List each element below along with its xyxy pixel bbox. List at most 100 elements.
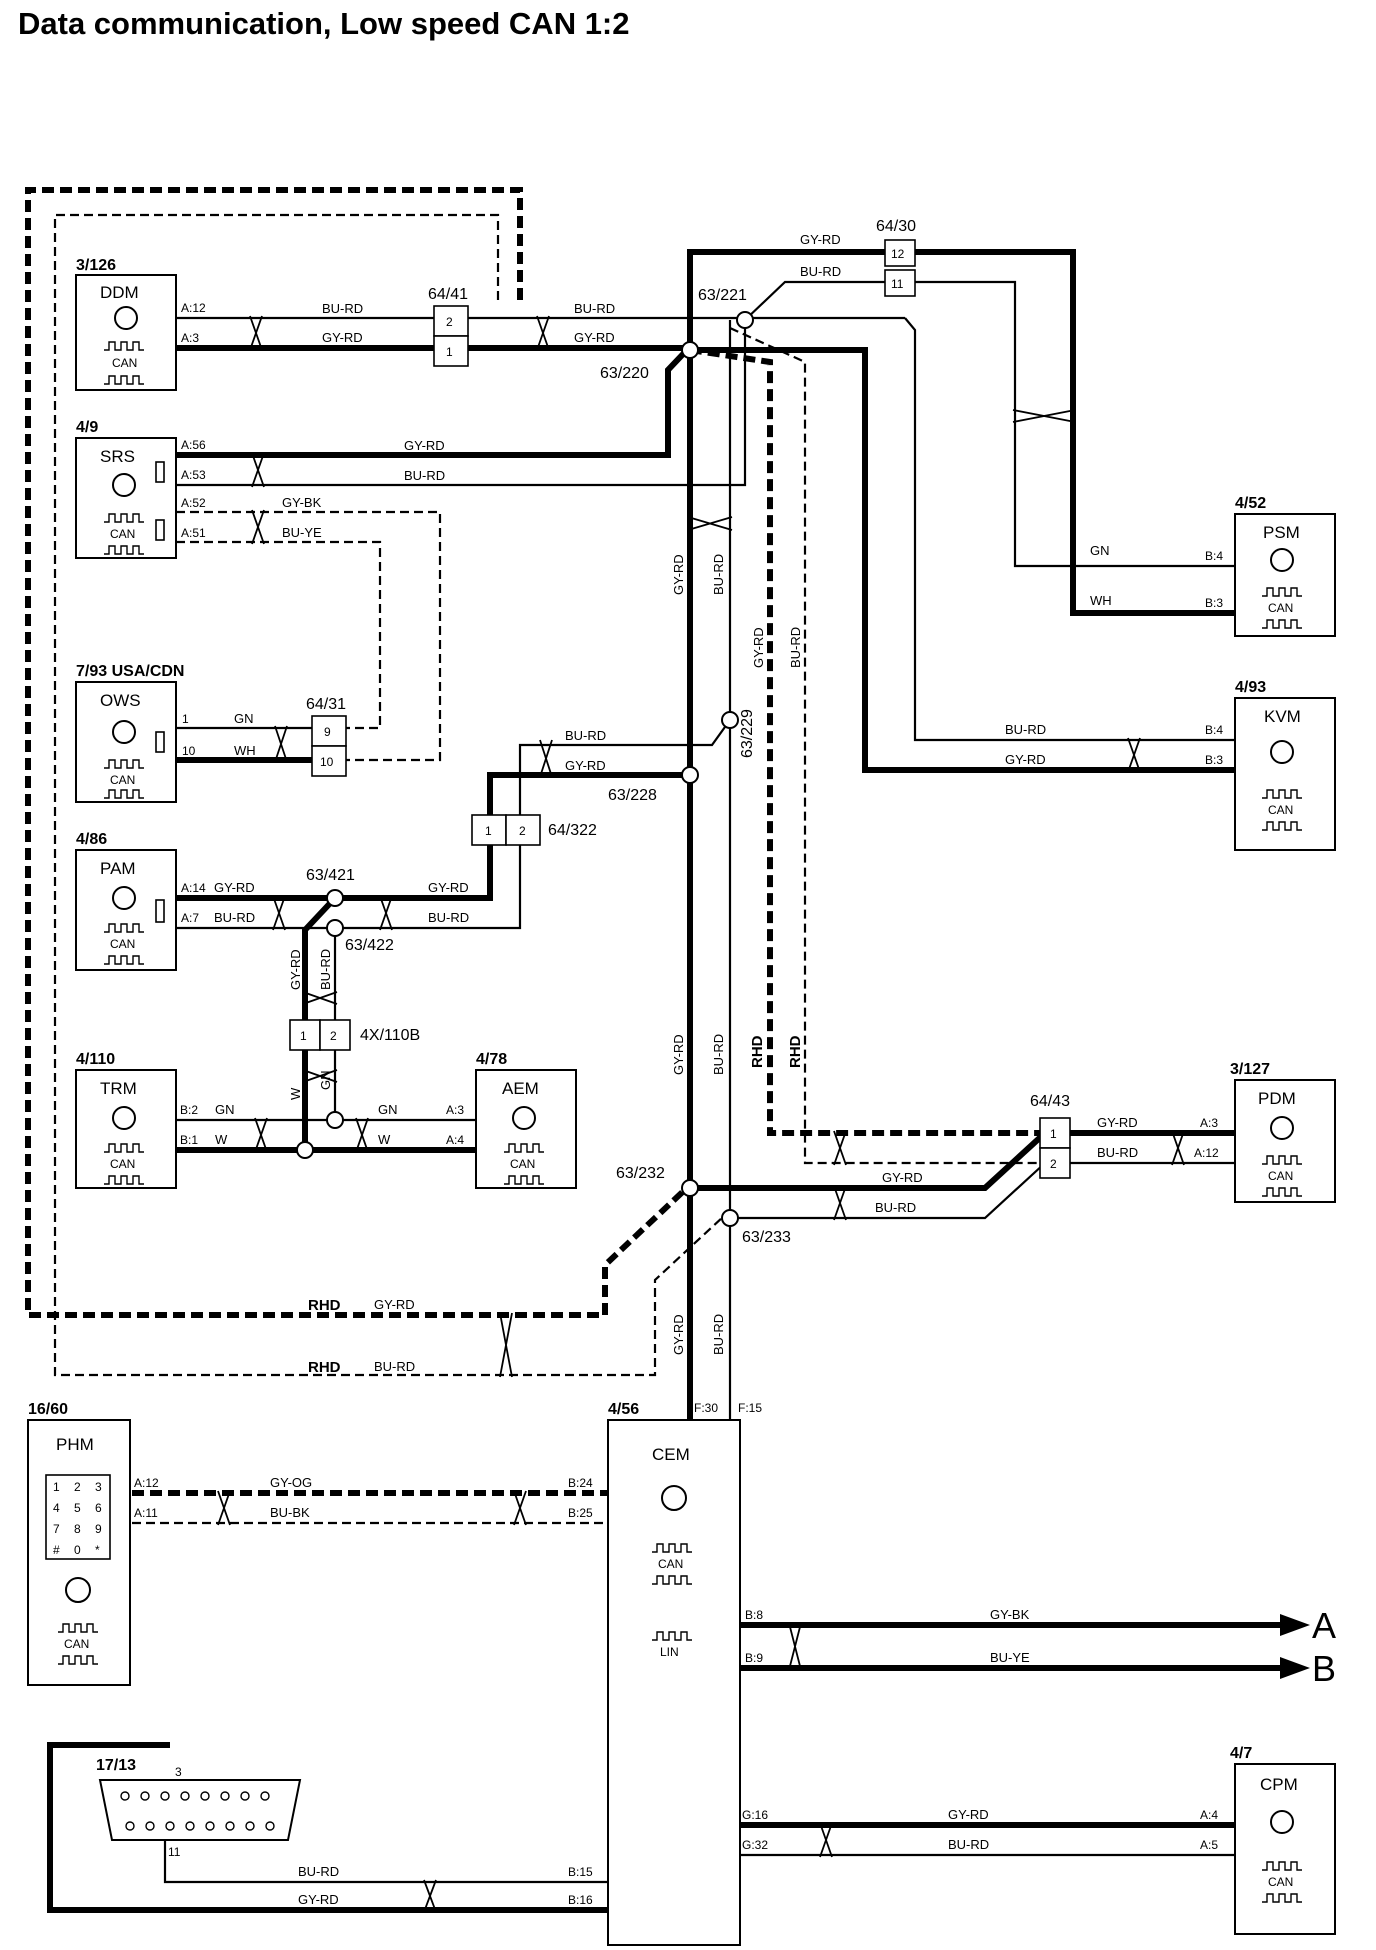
pin-label: A:12 xyxy=(1194,1146,1219,1160)
twist-marker xyxy=(1171,1130,1185,1166)
page-title: Data communication, Low speed CAN 1:2 xyxy=(18,6,630,41)
pin-label: 9 xyxy=(324,725,331,739)
keypad-key: 4 xyxy=(53,1501,60,1515)
module-ref: 4/9 xyxy=(76,419,98,436)
can-signal-icon xyxy=(1262,789,1302,799)
twist-marker xyxy=(1012,409,1076,423)
splice-label: 63/229 xyxy=(739,709,756,758)
pin-label: G:32 xyxy=(742,1838,768,1852)
module-cem: 4/56 CEM CAN LIN F:30 F:15 B:24 B:25 B:8… xyxy=(568,1401,768,1946)
splice-label: 63/220 xyxy=(600,365,649,382)
twist-marker xyxy=(1127,737,1141,773)
module-ref: 17/13 xyxy=(96,1757,136,1774)
wire-label: BU-RD xyxy=(374,1359,415,1374)
wire-label: BU-RD xyxy=(948,1837,989,1852)
can-label: CAN xyxy=(110,1157,135,1171)
can-signal-icon xyxy=(104,759,144,769)
twist-marker xyxy=(687,516,733,531)
module-ref: 4/110 xyxy=(76,1051,115,1068)
rhd-gy-rd-vertical xyxy=(689,347,1045,1136)
can-signal-icon xyxy=(104,341,144,351)
wire-label: W xyxy=(378,1132,391,1147)
twist-marker xyxy=(249,315,263,351)
pin-label: A:12 xyxy=(181,301,206,315)
pin-label: 12 xyxy=(891,247,905,261)
wire-label: BU-RD xyxy=(298,1864,339,1879)
splice-label: 63/228 xyxy=(608,787,657,804)
wire-label: BU-RD xyxy=(428,910,469,925)
connector-ref: 64/322 xyxy=(548,822,597,839)
pin-label: 2 xyxy=(446,315,453,329)
can-signal-icon xyxy=(1262,1861,1302,1871)
pin-label: 1 xyxy=(1050,1127,1057,1141)
wire-label: GY-RD xyxy=(882,1170,923,1185)
wire-label: GN xyxy=(1090,543,1110,558)
connector-ref: 4X/110B xyxy=(360,1027,420,1044)
connector-64-41: 2 1 64/41 xyxy=(428,286,469,367)
pin-label: B:4 xyxy=(1205,723,1223,737)
module-ref: 4/86 xyxy=(76,831,107,848)
wire-label: GY-RD xyxy=(1097,1115,1138,1130)
wire-label: BU-RD xyxy=(318,949,333,990)
pin-label: A:4 xyxy=(1200,1808,1218,1822)
wire-label: BU-RD xyxy=(875,1200,916,1215)
wire-label: GY-BK xyxy=(282,495,322,510)
wire-label: BU-RD xyxy=(1005,722,1046,737)
keypad-key: 2 xyxy=(74,1480,81,1494)
transistor-icon xyxy=(112,720,136,744)
module-cpm: 4/7 CPM CAN A:4 A:5 xyxy=(1200,1745,1336,1935)
obd-pins xyxy=(120,1791,275,1831)
module-psm: 4/52 PSM CAN B:4 B:3 xyxy=(1205,495,1336,637)
psm-gn-feed xyxy=(910,280,1235,568)
wire-label: GN xyxy=(318,1071,333,1091)
can-signal-icon xyxy=(1262,1893,1302,1903)
splice-63-422 xyxy=(326,919,344,937)
keypad-key: # xyxy=(53,1543,60,1557)
srs-gy-rd xyxy=(176,349,688,458)
wire-label: GY-RD xyxy=(374,1297,415,1312)
transistor-icon xyxy=(1270,548,1294,572)
arrow-a xyxy=(1280,1614,1310,1636)
module-dlc: 17/13 3 11 xyxy=(96,1757,302,1859)
can-label: CAN xyxy=(1268,601,1293,615)
splice-63-228 xyxy=(681,766,699,784)
connector-ref: 64/31 xyxy=(306,696,346,713)
module-ows: 7/93 USA/CDN OWS CAN 1 10 xyxy=(75,663,196,803)
module-ref: 4/52 xyxy=(1235,495,1266,512)
connector-4x-110b: 1 2 4X/110B xyxy=(289,1019,420,1051)
can-signal-icon xyxy=(1262,821,1302,831)
rhd-marker: RHD xyxy=(749,1035,766,1068)
kvm-gy-rd xyxy=(690,347,1235,773)
connector-64-43: 1 2 64/43 xyxy=(1030,1093,1071,1179)
can-signal-icon xyxy=(104,513,144,523)
pin-label: B:9 xyxy=(745,1651,763,1665)
can-signal-icon xyxy=(1262,1155,1302,1165)
splice-63-229 xyxy=(721,711,739,729)
module-name: DDM xyxy=(100,283,139,302)
can-signal-icon xyxy=(104,923,144,933)
twist-marker xyxy=(423,1879,437,1913)
srs-bu-ye xyxy=(176,540,382,730)
wire-label: GY-RD xyxy=(298,1892,339,1907)
pin-label: 2 xyxy=(1050,1157,1057,1171)
module-ref: 4/93 xyxy=(1235,679,1266,696)
wire-label: GY-RD xyxy=(671,554,686,595)
module-name: PHM xyxy=(56,1435,94,1454)
can-signal-icon xyxy=(104,1143,144,1153)
pin-label: B:1 xyxy=(180,1133,198,1147)
wire-label: BU-RD xyxy=(800,264,841,279)
module-name: TRM xyxy=(100,1079,137,1098)
module-ref: 3/127 xyxy=(1230,1061,1270,1078)
can-label: CAN xyxy=(110,937,135,951)
module-name: OWS xyxy=(100,691,141,710)
wire-label: GY-RD xyxy=(428,880,469,895)
keypad-key: 8 xyxy=(74,1522,81,1536)
wires xyxy=(25,187,1310,1913)
twist-marker xyxy=(302,991,338,1005)
can-signal-icon xyxy=(652,1575,692,1585)
pin-label: A:5 xyxy=(1200,1838,1218,1852)
module-name: CEM xyxy=(652,1445,690,1464)
obd-connector-icon xyxy=(98,1779,302,1841)
pin-label: F:30 xyxy=(694,1401,718,1415)
wire-label: GN xyxy=(215,1102,235,1117)
